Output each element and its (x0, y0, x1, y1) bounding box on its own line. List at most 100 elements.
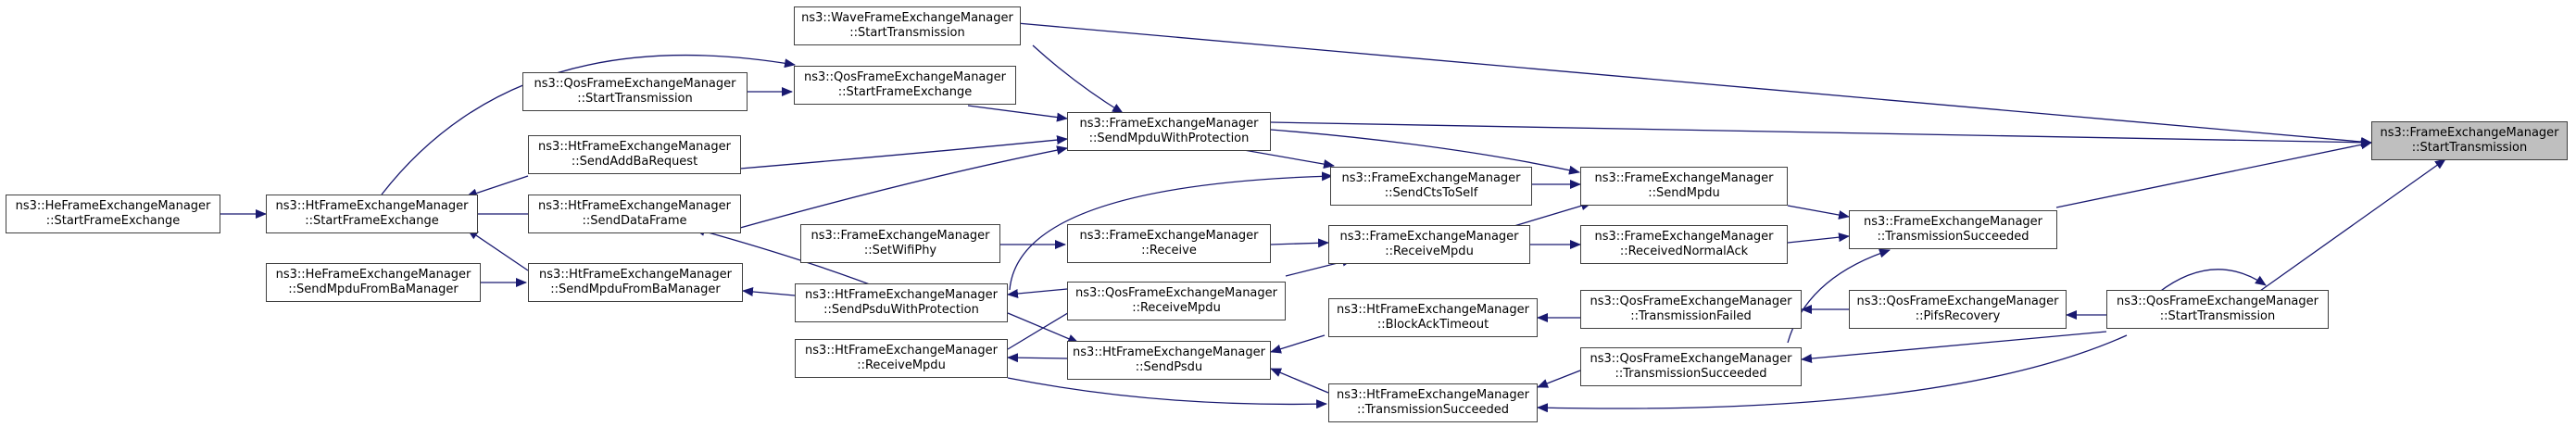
node-label-line1: ns3::FrameExchangeManager (1341, 171, 1521, 185)
node-label-line1: ns3::FrameExchangeManager (1079, 117, 1259, 131)
node-qos-frame-exchange-manager-receive-mpdu[interactable]: ns3::QosFrameExchangeManager ::ReceiveMp… (1067, 282, 1286, 320)
node-label-line1: ns3::FrameExchangeManager (1339, 230, 1519, 244)
node-qos-frame-exchange-manager-start-transmission-left[interactable]: ns3::QosFrameExchangeManager ::StartTran… (522, 72, 748, 111)
node-qos-frame-exchange-manager-pifs-recovery[interactable]: ns3::QosFrameExchangeManager ::PifsRecov… (1849, 290, 2067, 329)
node-ht-frame-exchange-manager-send-mpdu-from-ba-manager[interactable]: ns3::HtFrameExchangeManager ::SendMpduFr… (528, 263, 743, 302)
node-label-line1: ns3::HtFrameExchangeManager (805, 288, 998, 302)
node-label-line2: ::ReceiveMpdu (1385, 245, 1474, 258)
node-label-line2: ::PifsRecovery (1915, 309, 2001, 323)
node-label-line1: ns3::HtFrameExchangeManager (1073, 345, 1265, 359)
node-label-line1: ns3::FrameExchangeManager (2380, 126, 2559, 140)
node-label-line2: ::SendMpduFromBaManager (550, 283, 721, 296)
node-label-line2: ::ReceiveMpdu (857, 358, 946, 372)
node-ht-frame-exchange-manager-transmission-succeeded[interactable]: ns3::HtFrameExchangeManager ::Transmissi… (1328, 383, 1538, 422)
edge-mpdu-prot-to-send-mpdu (1270, 129, 1580, 175)
edge-normal-ack-to-fem-tx-succ (1787, 232, 1850, 244)
node-label-line1: ns3::QosFrameExchangeManager (803, 70, 1006, 84)
node-qos-frame-exchange-manager-start-frame-exchange[interactable]: ns3::QosFrameExchangeManager ::StartFram… (794, 66, 1016, 105)
node-frame-exchange-manager-send-cts-to-self[interactable]: ns3::FrameExchangeManager ::SendCtsToSel… (1330, 167, 1532, 206)
node-label-line2: ::SendPsdu (1135, 360, 1203, 374)
node-label-line2: ::SendMpduFromBaManager (288, 283, 459, 296)
node-label-line1: ns3::FrameExchangeManager (1863, 215, 2043, 229)
node-label-line1: ns3::FrameExchangeManager (1594, 171, 1774, 185)
node-ht-frame-exchange-manager-send-psdu[interactable]: ns3::HtFrameExchangeManager ::SendPsdu (1067, 341, 1271, 380)
edge-send-data-to-mpdu-prot (739, 145, 1068, 229)
edge-wave-start-tx-to-root (1016, 22, 2372, 147)
node-label-line2: ::StartFrameExchange (45, 214, 181, 228)
node-label-line1: ns3::WaveFrameExchangeManager (801, 11, 1013, 25)
node-ht-frame-exchange-manager-send-add-ba-request[interactable]: ns3::HtFrameExchangeManager ::SendAddBaR… (528, 135, 741, 174)
edge-qos-start-tx-to-ht-tx-succ (1537, 334, 2128, 413)
node-frame-exchange-manager-transmission-succeeded[interactable]: ns3::FrameExchangeManager ::Transmission… (1849, 210, 2057, 249)
node-label-line1: ns3::FrameExchangeManager (1594, 230, 1774, 244)
edge-ht-rx-mpdu-to-ht-tx-succ (1007, 377, 1327, 409)
node-label-line1: ns3::HtFrameExchangeManager (1337, 303, 1529, 317)
edge-psdu-prot-to-cts (1009, 171, 1333, 291)
node-label-line1: ns3::QosFrameExchangeManager (1074, 286, 1277, 300)
node-label-line1: ns3::HeFrameExchangeManager (275, 268, 471, 282)
node-label-line1: ns3::HeFrameExchangeManager (15, 199, 211, 213)
node-label-line1: ns3::QosFrameExchangeManager (1590, 295, 1792, 308)
node-ht-frame-exchange-manager-block-ack-timeout[interactable]: ns3::HtFrameExchangeManager ::BlockAckTi… (1328, 298, 1538, 337)
node-frame-exchange-manager-set-wifi-phy[interactable]: ns3::FrameExchangeManager ::SetWifiPhy (800, 224, 1000, 263)
node-label-line1: ns3::HtFrameExchangeManager (275, 199, 469, 213)
node-he-frame-exchange-manager-send-mpdu-from-ba-manager[interactable]: ns3::HeFrameExchangeManager ::SendMpduFr… (266, 263, 481, 302)
node-label-line2: ::SetWifiPhy (863, 244, 937, 257)
node-label-line1: ns3::HtFrameExchangeManager (538, 140, 731, 154)
node-label-line1: ns3::HtFrameExchangeManager (539, 268, 732, 282)
node-label-line2: ::SendCtsToSelf (1384, 186, 1478, 200)
edge-send-addba-to-ht-start-fe (466, 175, 529, 198)
edge-psdu-prot-to-ht-mpdu-ba (742, 286, 796, 296)
edge-fem-tx-succeeded-to-root (2055, 140, 2372, 208)
node-label-line2: ::StartFrameExchange (305, 214, 439, 228)
node-frame-exchange-manager-send-mpdu[interactable]: ns3::FrameExchangeManager ::SendMpdu (1580, 167, 1788, 206)
node-label-line2: ::TransmissionFailed (1630, 309, 1752, 323)
edge-qos-start-fe-to-mpdu-prot (967, 105, 1068, 122)
edge-ht-tx-succ-to-send-psdu (1270, 368, 1329, 394)
node-label-line2: ::StartTransmission (2411, 141, 2528, 155)
node-label-line2: ::Receive (1141, 244, 1197, 257)
node-ht-frame-exchange-manager-send-data-frame[interactable]: ns3::HtFrameExchangeManager ::SendDataFr… (528, 195, 741, 233)
node-label-line2: ::ReceivedNormalAck (1619, 245, 1749, 258)
node-frame-exchange-manager-received-normal-ack[interactable]: ns3::FrameExchangeManager ::ReceivedNorm… (1580, 225, 1788, 264)
node-label-line2: ::StartFrameExchange (837, 85, 973, 99)
node-frame-exchange-manager-receive-mpdu[interactable]: ns3::FrameExchangeManager ::ReceiveMpdu (1328, 225, 1530, 264)
node-label-line2: ::SendDataFrame (582, 214, 687, 228)
node-label-line2: ::StartTransmission (2159, 309, 2276, 323)
node-label-line1: ns3::HtFrameExchangeManager (805, 344, 998, 358)
node-label-line2: ::SendMpdu (1648, 186, 1720, 200)
edge-ht-send-mpdu-ba-to-ht-start-fe (467, 229, 529, 271)
node-frame-exchange-manager-start-transmission: ns3::FrameExchangeManager ::StartTransmi… (2371, 121, 2568, 160)
node-wave-frame-exchange-manager-start-transmission[interactable]: ns3::WaveFrameExchangeManager ::StartTra… (794, 6, 1021, 45)
edge-psdu-prot-to-send-psdu (1007, 312, 1079, 344)
node-label-line2: ::SendPsduWithProtection (823, 303, 979, 317)
node-label-line2: ::TransmissionSucceeded (1877, 230, 2029, 244)
node-label-line2: ::SendAddBaRequest (571, 155, 698, 169)
node-ht-frame-exchange-manager-send-psdu-with-protection[interactable]: ns3::HtFrameExchangeManager ::SendPsduWi… (795, 283, 1008, 322)
node-label-line2: ::StartTransmission (577, 92, 693, 106)
node-label-line1: ns3::QosFrameExchangeManager (1590, 352, 1792, 366)
node-frame-exchange-manager-send-mpdu-with-protection[interactable]: ns3::FrameExchangeManager ::SendMpduWith… (1067, 112, 1271, 151)
node-frame-exchange-manager-receive[interactable]: ns3::FrameExchangeManager ::Receive (1067, 224, 1271, 263)
node-qos-frame-exchange-manager-start-transmission[interactable]: ns3::QosFrameExchangeManager ::StartTran… (2106, 290, 2329, 329)
edge-block-ack-to-send-psdu (1270, 334, 1326, 354)
edge-wave-to-mpdu-prot (1032, 44, 1124, 114)
node-ht-frame-exchange-manager-start-frame-exchange[interactable]: ns3::HtFrameExchangeManager ::StartFrame… (266, 195, 478, 233)
node-he-frame-exchange-manager-start-frame-exchange[interactable]: ns3::HeFrameExchangeManager ::StartFrame… (6, 195, 220, 233)
edge-addba-to-mpdu-prot (739, 135, 1068, 170)
node-label-line1: ns3::QosFrameExchangeManager (1856, 295, 2059, 308)
edge-mpdu-prot-to-root (1270, 121, 2372, 147)
node-qos-frame-exchange-manager-transmission-succeeded[interactable]: ns3::QosFrameExchangeManager ::Transmiss… (1580, 347, 1802, 386)
edge-qos-start-tx-to-qos-tx-succ (1801, 331, 2107, 363)
node-label-line1: ns3::FrameExchangeManager (1079, 229, 1259, 243)
node-label-line1: ns3::HtFrameExchangeManager (538, 199, 731, 213)
edge-receive-to-rx-mpdu (1270, 238, 1329, 248)
node-label-line1: ns3::QosFrameExchangeManager (2116, 295, 2318, 308)
node-ht-frame-exchange-manager-receive-mpdu[interactable]: ns3::HtFrameExchangeManager ::ReceiveMpd… (795, 339, 1008, 378)
node-label-line2: ::ReceiveMpdu (1132, 301, 1221, 315)
node-qos-frame-exchange-manager-transmission-failed[interactable]: ns3::QosFrameExchangeManager ::Transmiss… (1580, 290, 1802, 329)
node-label-line2: ::SendMpduWithProtection (1088, 132, 1250, 145)
edge-qos-rx-to-psdu-prot (1007, 288, 1068, 298)
node-label-line2: ::TransmissionSucceeded (1615, 367, 1767, 381)
